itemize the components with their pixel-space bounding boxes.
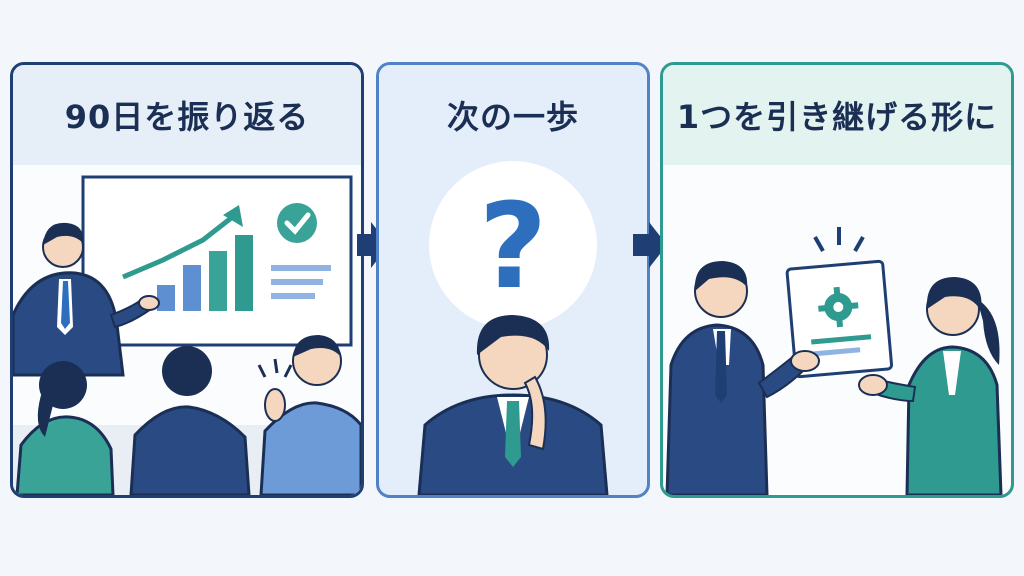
panel-title-handover: 1つを引き継げる形に — [663, 65, 1011, 165]
handover-document — [785, 259, 894, 379]
audience-woman — [15, 361, 115, 495]
growth-arrow-icon — [122, 213, 237, 280]
thinking-man — [417, 315, 609, 495]
sparkle — [853, 236, 865, 252]
audience-man-center — [129, 346, 251, 495]
text-line — [271, 293, 315, 299]
sparkle — [813, 236, 825, 252]
audience-man-right-clapping — [257, 335, 361, 495]
text-line — [271, 279, 323, 285]
panel-title-next-step: 次の一歩 — [379, 65, 647, 165]
panel-title-review: 90日を振り返る — [13, 65, 361, 165]
scene-handover — [665, 227, 1003, 495]
presenter-person — [13, 222, 160, 377]
question-mark-icon: ? — [479, 177, 547, 315]
arrow-right-icon — [357, 222, 389, 268]
text-line — [271, 265, 331, 271]
arrow-right-icon — [633, 222, 667, 268]
panel-handover: 1つを引き継げる形に — [660, 62, 1014, 498]
bar-chart-illustration — [122, 205, 253, 311]
thought-bubble — [429, 161, 597, 329]
panel-review: 90日を振り返る — [10, 62, 364, 498]
check-icon — [277, 203, 317, 243]
scene-thinking-person: ? — [417, 161, 609, 495]
handover-man — [665, 261, 820, 495]
panel-next-step: 次の一歩 ? — [376, 62, 650, 498]
handover-woman — [858, 277, 1003, 495]
scene-review-meeting — [13, 175, 361, 495]
